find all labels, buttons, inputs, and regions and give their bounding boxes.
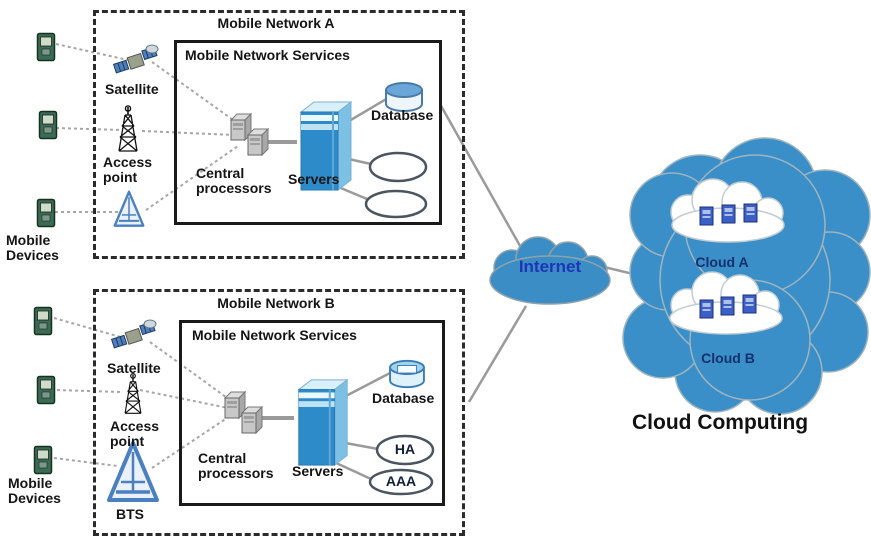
central-processor-icon-b2 (240, 405, 263, 435)
servers-label-a: Servers (288, 171, 340, 187)
mobile-device-icon-a2 (38, 110, 58, 140)
mobile-devices-label-b: Mobile Devices (8, 475, 61, 507)
access-point-icon-b (124, 373, 142, 414)
cloud-b-label: Cloud B (701, 350, 755, 366)
ha-ellipse (375, 434, 435, 466)
access-point-icon-a (118, 105, 138, 152)
link-phone-b2-accesspoint (56, 389, 121, 393)
link-phone-a2-accesspoint (55, 127, 123, 131)
cloud-computing-cloud (622, 137, 871, 415)
internet-cloud (489, 236, 611, 305)
central-processors-label-b: Central processors (198, 450, 274, 482)
link-accesspoint-b-processors (139, 389, 229, 409)
link-phone-b3-bts (53, 457, 119, 467)
link-bts-b-processors (151, 415, 231, 469)
link-satellite-b-processors (149, 341, 231, 401)
database-icon-a (385, 82, 423, 112)
mobile-device-icon-a3 (36, 198, 56, 228)
database-icon-b (389, 359, 425, 389)
mobile-device-icon-b3 (33, 445, 53, 475)
link-phone-b1-satellite (53, 317, 125, 339)
satellite-label-b: Satellite (107, 360, 161, 376)
bts-label-b: BTS (116, 506, 144, 522)
aaa-label: AAA (385, 473, 417, 489)
link-network-a-internet (438, 103, 526, 254)
link-satellite-a-processors (151, 61, 237, 123)
bts-icon-b (107, 441, 159, 502)
network-a-box (93, 10, 465, 259)
link-network-b-internet (467, 305, 528, 403)
mobile-device-icon-a1 (36, 32, 56, 62)
cloud-computing-caption: Cloud Computing (632, 411, 809, 434)
satellite-icon-a (112, 44, 159, 74)
link-servers-b-database (341, 371, 391, 400)
network-a-services-title: Mobile Network Services (185, 47, 350, 63)
link-servers-b-aaa (333, 460, 372, 481)
servers-icon-b (297, 378, 349, 467)
access-point-label-a: Access point (103, 154, 153, 186)
link-bts-a-processors (145, 145, 239, 211)
network-b-title: Mobile Network B (217, 295, 335, 311)
servers-icon-a (299, 100, 353, 192)
database-label-a: Database (371, 107, 434, 123)
mini-cloud-a-servers (699, 203, 758, 226)
service-ellipse-a2 (364, 189, 428, 219)
central-processor-icon-a2 (246, 127, 269, 157)
network-a-title: Mobile Network A (217, 15, 335, 31)
satellite-label-a: Satellite (105, 81, 159, 97)
database-label-b: Database (372, 390, 435, 406)
network-b-services-box (179, 320, 445, 506)
central-processors-label-a: Central processors (196, 165, 272, 197)
mini-cloud-b-servers (699, 294, 757, 319)
central-processor-icon-b1 (223, 390, 246, 420)
mobile-device-icon-b1 (33, 306, 53, 336)
access-point-label-b: Access point (110, 418, 160, 450)
cloud-a-label: Cloud A (695, 254, 749, 270)
network-a-services-box (174, 40, 442, 225)
satellite-icon-b (110, 319, 157, 349)
internet-label: Internet (518, 257, 582, 276)
service-ellipse-a1 (368, 151, 428, 183)
mobile-device-icon-b2 (36, 375, 56, 405)
network-b-box (93, 289, 465, 536)
bts-icon-a (113, 190, 145, 227)
servers-label-b: Servers (292, 463, 344, 479)
mobile-devices-label-a: Mobile Devices (6, 232, 59, 264)
ha-label: HA (394, 441, 416, 457)
aaa-ellipse (368, 468, 434, 496)
link-phone-a1-satellite (55, 43, 129, 61)
network-b-services-title: Mobile Network Services (192, 327, 357, 343)
